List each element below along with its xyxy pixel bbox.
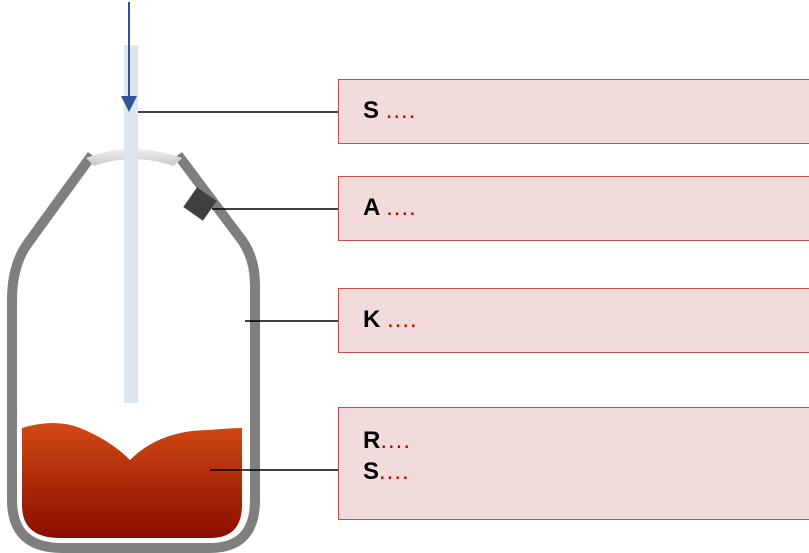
oxygen-lance <box>124 45 138 403</box>
label-letter: A <box>363 194 380 221</box>
arrow-head-icon <box>121 96 137 112</box>
label-dots: .... <box>387 306 418 333</box>
vessel-shell <box>7 152 260 553</box>
label-line: S.... <box>363 456 809 487</box>
label-box-shell[interactable]: K .... <box>338 288 809 353</box>
label-letter: S <box>363 97 380 124</box>
label-dots: .... <box>380 427 412 454</box>
label-letter: K <box>363 306 381 333</box>
label-box-taphole[interactable]: A .... <box>338 176 809 241</box>
label-line: R.... <box>363 425 809 456</box>
label-dots: .... <box>379 458 410 485</box>
label-dots: .... <box>385 97 417 124</box>
label-dots: .... <box>386 194 417 221</box>
label-box-lance[interactable]: S .... <box>338 79 809 144</box>
label-line: K .... <box>363 304 809 335</box>
label-letter: R <box>363 427 381 454</box>
label-line: S .... <box>363 95 809 126</box>
label-letter: S <box>363 458 380 485</box>
molten-metal <box>22 423 242 538</box>
tap-hole <box>183 187 217 221</box>
label-box-melt[interactable]: R.... S.... <box>338 407 809 520</box>
label-line: A .... <box>363 192 809 223</box>
